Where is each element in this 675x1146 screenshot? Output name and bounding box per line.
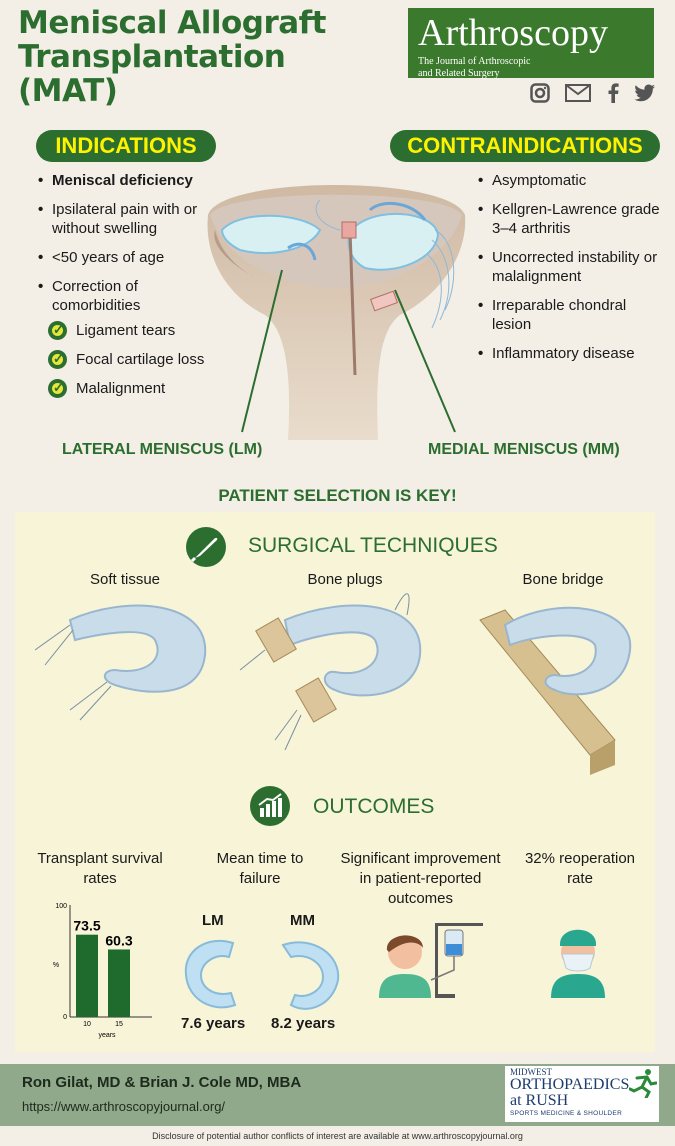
contraindications-list: Asymptomatic Kellgren-Lawrence grade 3–4… xyxy=(478,171,663,373)
runner-icon xyxy=(629,1069,657,1098)
journal-subtitle-line-2: and Related Surgery xyxy=(418,68,500,79)
tibial-plateau-illustration xyxy=(207,185,466,440)
list-item: Ipsilateral pain with or without swellin… xyxy=(38,200,213,238)
lateral-meniscus-label: LATERAL MENISCUS (LM) xyxy=(62,441,263,458)
check-label: Ligament tears xyxy=(76,322,176,339)
check-icon xyxy=(48,349,67,369)
technique-label-bone-bridge: Bone bridge xyxy=(522,571,604,588)
surgical-techniques-heading: SURGICAL TECHNIQUES xyxy=(248,534,498,557)
menisci-icons xyxy=(184,939,340,1010)
y-axis-label: % xyxy=(53,962,59,969)
bar xyxy=(76,934,98,1017)
check-icon xyxy=(48,378,67,398)
soft-tissue-graft xyxy=(35,604,207,721)
patient-iv-illustration xyxy=(379,923,483,998)
scalpel-icon-badge xyxy=(186,527,226,567)
bar xyxy=(108,949,130,1017)
title-line-2: Transplantation (MAT) xyxy=(18,39,286,109)
twitter-icon[interactable] xyxy=(634,84,656,102)
journal-name: Arthroscopy xyxy=(418,12,608,54)
list-item: Inflammatory disease xyxy=(478,344,663,363)
disclosure-text: Disclosure of potential author conflicts… xyxy=(152,1131,523,1141)
list-item: Uncorrected instability or malalignment xyxy=(478,248,663,286)
time-to-failure-label: Mean time to failure xyxy=(216,850,304,887)
improvement-label: Significant improvement in patient-repor… xyxy=(340,850,501,907)
bone-plugs-graft xyxy=(239,593,422,751)
logo-line-4: SPORTS MEDICINE & SHOULDER xyxy=(510,1110,623,1117)
patient-icon xyxy=(379,974,431,998)
y-tick-label: 0 xyxy=(63,1014,67,1021)
survival-bar-chart: % years 0 100 73.5 10 60.3 15 xyxy=(53,903,152,1039)
check-item: Focal cartilage loss xyxy=(48,349,213,370)
x-tick-label: 10 xyxy=(83,1021,91,1028)
key-message: PATIENT SELECTION IS KEY! xyxy=(218,486,457,505)
bone-bridge-graft xyxy=(479,606,632,775)
x-tick-label: 15 xyxy=(115,1021,123,1028)
authors: Ron Gilat, MD & Brian J. Cole MD, MBA xyxy=(22,1074,302,1091)
social-icons xyxy=(530,82,656,104)
scalpel-icon xyxy=(190,537,218,563)
title-line-1: Meniscal Allograft xyxy=(18,5,326,41)
check-item: Malalignment xyxy=(48,378,213,399)
y-tick-label: 100 xyxy=(55,903,67,910)
journal-subtitle: The Journal of Arthroscopic and Related … xyxy=(418,56,530,80)
technique-label-bone-plugs: Bone plugs xyxy=(307,571,383,588)
list-item: <50 years of age xyxy=(38,248,213,267)
check-label: Focal cartilage loss xyxy=(76,351,205,368)
lm-label: LM xyxy=(202,912,224,929)
bar-chart-icon xyxy=(258,793,282,817)
reoperation-label: 32% reoperation rate xyxy=(524,850,636,887)
chart-icon-badge xyxy=(250,786,290,826)
list-item: Asymptomatic xyxy=(478,171,663,190)
indications-list: Meniscal deficiency Ipsilateral pain wit… xyxy=(38,171,213,408)
survival-rates-label: Transplant survival rates xyxy=(37,850,163,887)
list-item: Meniscal deficiency xyxy=(38,171,213,190)
check-label: Malalignment xyxy=(76,380,166,397)
check-icon xyxy=(48,320,67,340)
outcomes-heading: OUTCOMES xyxy=(313,795,435,818)
rush-logo[interactable]: MIDWEST ORTHOPAEDICS at RUSH SPORTS MEDI… xyxy=(505,1066,659,1122)
medial-meniscus-label: MEDIAL MENISCUS (MM) xyxy=(428,441,620,458)
facebook-icon[interactable] xyxy=(607,83,619,103)
bar-value-label: 60.3 xyxy=(105,932,132,948)
technique-label-soft-tissue: Soft tissue xyxy=(89,571,161,588)
bar-value-label: 73.5 xyxy=(73,918,100,934)
x-axis-label: years xyxy=(98,1032,116,1039)
mm-label: MM xyxy=(290,912,315,929)
lm-years: 7.6 years xyxy=(181,1015,246,1032)
journal-logo[interactable]: Arthroscopy The Journal of Arthroscopic … xyxy=(408,8,654,80)
journal-subtitle-line-1: The Journal of Arthroscopic xyxy=(418,56,531,67)
mail-icon[interactable] xyxy=(565,84,592,102)
list-item: Correction of comorbidities xyxy=(38,277,213,315)
contraindications-heading: CONTRAINDICATIONS xyxy=(390,130,660,162)
instagram-icon[interactable] xyxy=(530,83,550,103)
logo-line-1: MIDWEST xyxy=(510,1067,552,1077)
check-item: Ligament tears xyxy=(48,320,213,341)
logo-line-3: at RUSH xyxy=(510,1092,569,1109)
list-item: Irreparable chondral lesion xyxy=(478,296,663,334)
medial-meniscus-icon xyxy=(281,941,340,1010)
technique-illustrations xyxy=(35,593,632,775)
logo-line-2: ORTHOPAEDICS xyxy=(510,1076,630,1093)
page-title: Meniscal Allograft Transplantation (MAT) xyxy=(18,6,378,108)
surgeon-icon xyxy=(551,929,605,998)
lateral-meniscus-icon xyxy=(184,939,237,1009)
list-item: Kellgren-Lawrence grade 3–4 arthritis xyxy=(478,200,663,238)
mm-years: 8.2 years xyxy=(271,1015,336,1032)
indications-heading: INDICATIONS xyxy=(36,130,216,162)
journal-url-link[interactable]: https://www.arthroscopyjournal.org/ xyxy=(22,1099,226,1114)
